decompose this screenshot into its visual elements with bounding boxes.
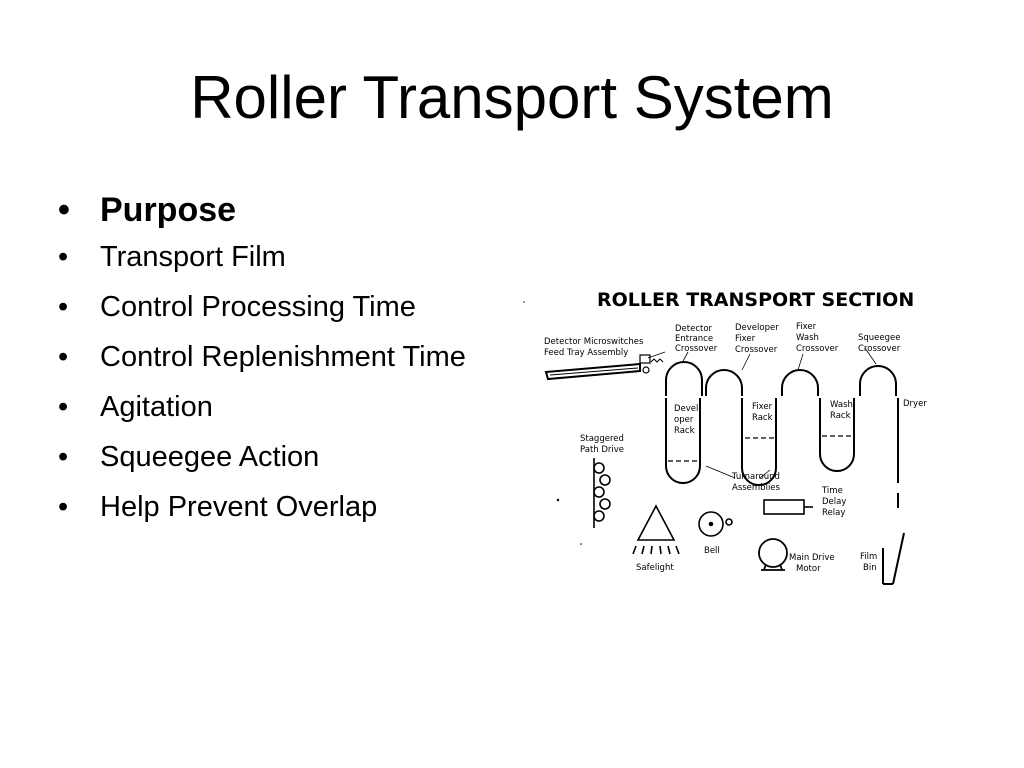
label-squeegee: Squeegee Crossover <box>858 333 903 354</box>
bullet-text: Control Replenishment Time <box>100 341 466 373</box>
slide-title: Roller Transport System <box>190 64 834 131</box>
label-developer-rack: Devel- oper Rack <box>674 404 704 436</box>
bell-icon <box>698 511 733 537</box>
main-drive-motor-icon <box>758 538 788 571</box>
safelight-icon <box>632 504 680 555</box>
roller-path <box>665 361 899 508</box>
label-wash-rack: Wash Rack <box>830 400 856 421</box>
label-fixer-rack: Fixer Rack <box>752 402 775 423</box>
bullet-item: • Control Replenishment Time <box>58 338 488 377</box>
label-safelight: Safelight <box>636 563 674 573</box>
bullet-dot: • <box>58 291 69 323</box>
bullet-dot: • <box>58 341 69 373</box>
label-developer-fixer: Developer Fixer Crossover <box>735 323 781 355</box>
feed-tray-shape <box>544 354 664 381</box>
label-time-delay: Time Delay Relay <box>821 486 849 518</box>
bullet-text: Help Prevent Overlap <box>100 491 378 523</box>
label-turnaround: Turnaround Assemblies <box>731 472 783 493</box>
time-delay-relay-icon <box>763 499 813 515</box>
bullet-text: Transport Film <box>100 241 286 273</box>
label-fixer-wash: Fixer Wash Crossover <box>796 322 839 354</box>
bullet-dot: • <box>58 241 69 273</box>
roller-transport-diagram: ROLLER TRANSPORT SECTION Detector Micros… <box>523 289 927 585</box>
bullet-item: • Agitation <box>58 388 488 427</box>
scan-specks <box>523 301 582 545</box>
label-detector-entrance: Detector Entrance Crossover <box>675 324 718 354</box>
bullet-item: • Transport Film <box>58 238 488 277</box>
bullet-dot: • <box>58 391 69 423</box>
bullet-text: Agitation <box>100 391 213 423</box>
film-bin-icon <box>882 532 905 585</box>
bullet-dot: • <box>58 191 70 229</box>
bullet-dot: • <box>58 441 69 473</box>
bullet-dot: • <box>58 491 69 523</box>
bullet-text: Control Processing Time <box>100 291 416 323</box>
staggered-drive-icon <box>593 458 611 528</box>
bullet-item: • Purpose <box>58 188 488 232</box>
label-dryer: Dryer <box>903 399 927 409</box>
label-staggered: Staggered Path Drive <box>580 434 627 455</box>
label-detector-feed: Detector Microswitches Feed Tray Assembl… <box>544 337 646 358</box>
diagram-title: ROLLER TRANSPORT SECTION <box>597 289 914 311</box>
bullet-list: • Purpose • Transport Film • Control Proces… <box>58 188 488 538</box>
bullet-item: • Control Processing Time <box>58 288 488 327</box>
leader-lines <box>647 347 877 479</box>
bullet-item: • Squeegee Action <box>58 438 488 477</box>
label-film-bin: Film Bin <box>860 552 880 573</box>
bullet-text: Squeegee Action <box>100 441 320 473</box>
bullet-text: Purpose <box>100 191 237 229</box>
label-bell: Bell <box>704 546 720 556</box>
bullet-item: • Help Prevent Overlap <box>58 488 488 527</box>
solution-levels <box>668 435 854 462</box>
label-main-drive: Main Drive Motor <box>789 553 837 574</box>
